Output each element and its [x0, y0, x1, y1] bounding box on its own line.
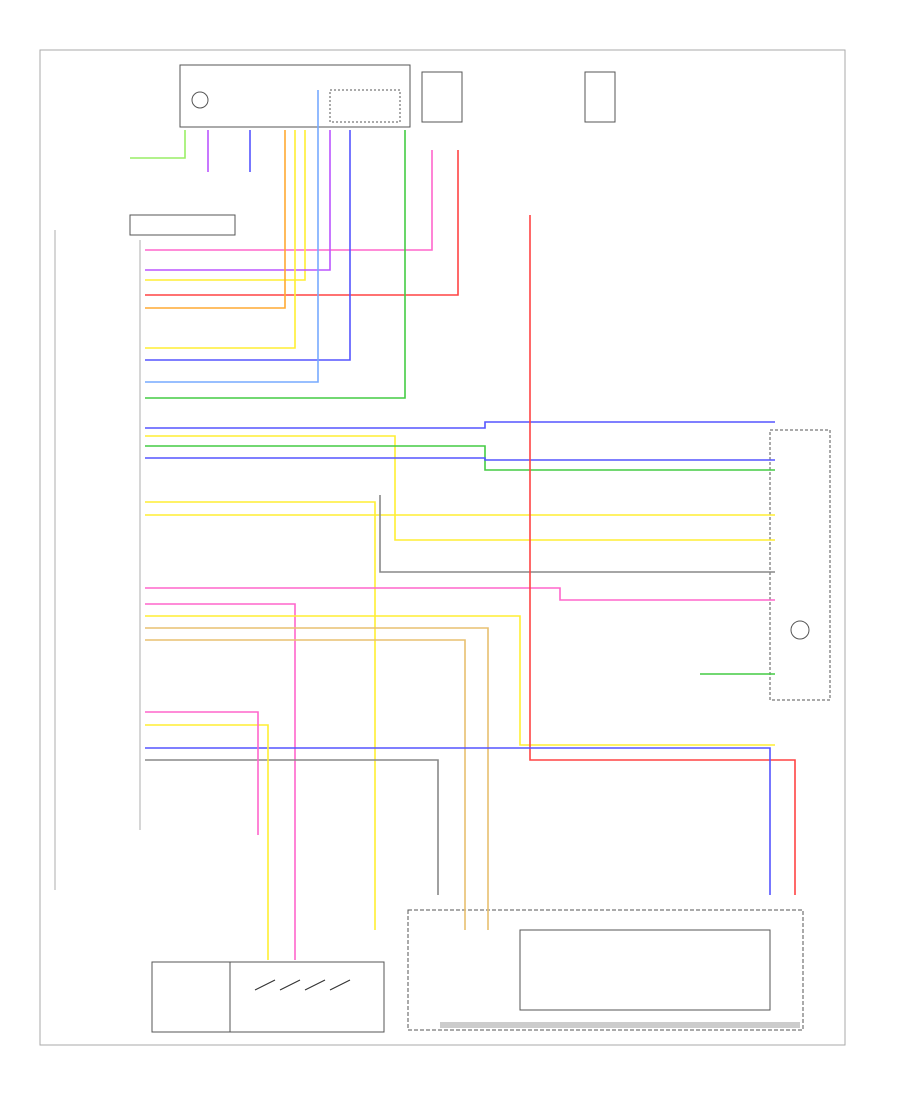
wire-pink-16: [145, 587, 775, 601]
wire-yellow-5: [145, 130, 296, 349]
wire-yellow-18: [145, 615, 775, 746]
wire-lightgreen-27: [130, 130, 186, 159]
wire-blue-23: [145, 747, 771, 895]
wire-pink-0: [145, 150, 433, 251]
bottom-left-switch: [151, 961, 385, 1033]
wire-violet-2: [145, 130, 331, 271]
right-module: [769, 429, 831, 701]
wire-blue-12: [145, 457, 775, 461]
wire-blue-9: [145, 421, 775, 429]
wire-green-8: [145, 130, 406, 399]
wire-pink-17: [145, 603, 296, 960]
wire-yellow-25: [145, 724, 269, 960]
wires: [130, 90, 796, 960]
wire-red-3: [145, 150, 459, 296]
motor-symbol: [191, 91, 209, 109]
wire-tan-19: [145, 627, 489, 930]
wire-red-22: [529, 215, 796, 895]
wire-pink-26: [145, 711, 259, 835]
wire-blue-6: [145, 130, 351, 361]
wire-yellow-15: [145, 501, 376, 930]
wire-orange-4: [145, 130, 286, 309]
wire-yellow-10: [145, 435, 775, 541]
top-module: [179, 64, 411, 128]
wire-tan-20: [145, 639, 466, 930]
left-connector-block: [54, 214, 236, 890]
top-relay-components: [421, 71, 616, 123]
wire-yellow-1: [145, 130, 306, 281]
wire-gray-24: [145, 759, 439, 895]
wire-lightblue-7: [145, 90, 319, 383]
outer-frame: [39, 49, 846, 1046]
bottom-right-module: [407, 909, 804, 1031]
wire-gray-14: [379, 495, 775, 573]
motor-symbol-right: [790, 620, 810, 640]
